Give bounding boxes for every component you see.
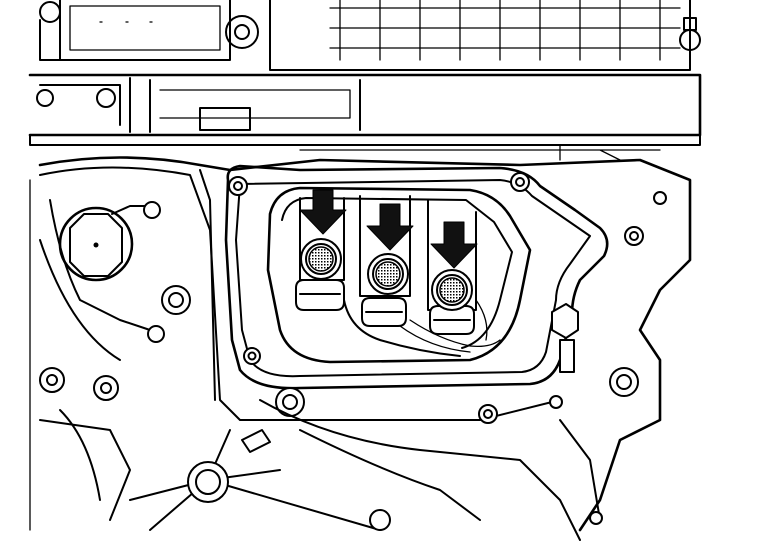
screen-3[interactable]	[431, 269, 473, 311]
arrows	[299, 189, 478, 269]
screen-1[interactable]	[300, 238, 342, 280]
lower-block	[39, 191, 667, 541]
mesh-filter-icon	[375, 261, 401, 287]
down-arrow-icon	[430, 221, 478, 269]
valve-opening	[266, 186, 579, 373]
left-keyed-boss	[58, 201, 191, 343]
mesh-filter-icon	[439, 277, 465, 303]
cover-plate	[224, 164, 609, 390]
main-block	[29, 156, 692, 532]
screens	[300, 238, 473, 311]
upper-housing	[28, 0, 702, 161]
mesh-filter-icon	[308, 246, 334, 272]
screen-2[interactable]	[367, 253, 409, 295]
down-arrow-icon	[366, 203, 414, 251]
down-arrow-icon	[299, 189, 347, 235]
